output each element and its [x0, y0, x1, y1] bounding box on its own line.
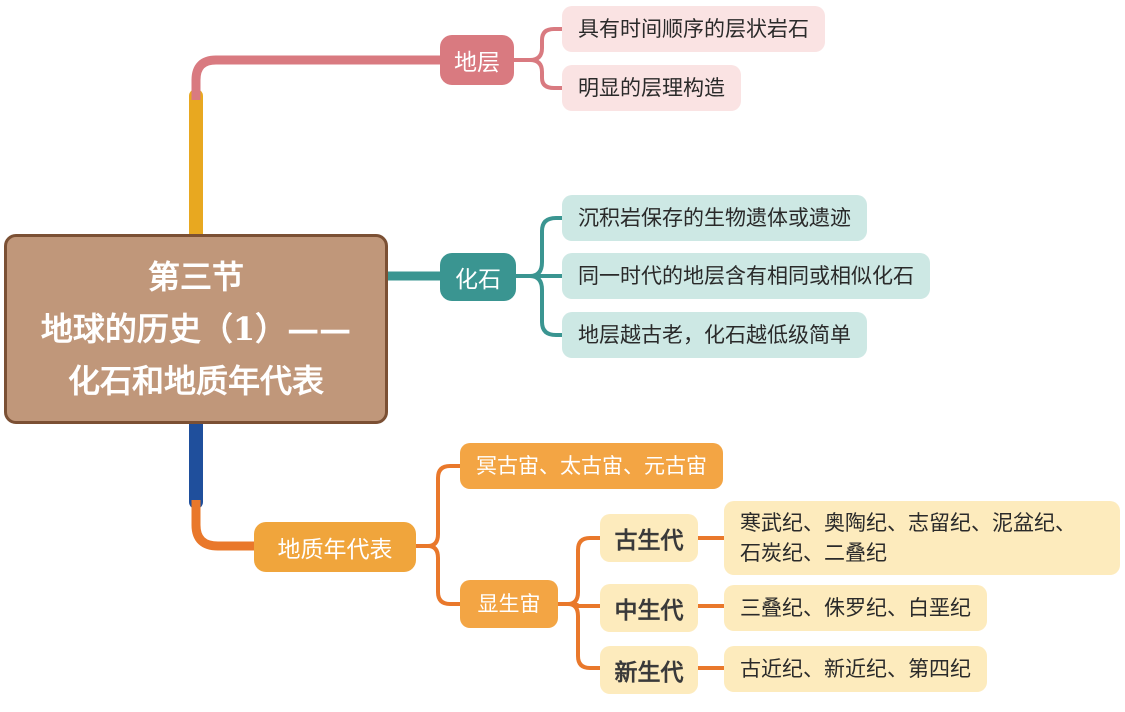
strata-leaf-1: 具有时间顺序的层状岩石 — [562, 6, 825, 52]
fossil-leaf-2: 同一时代的地层含有相同或相似化石 — [562, 253, 930, 299]
periods-paleozoic: 寒武纪、奥陶纪、志留纪、泥盆纪、 石炭纪、二叠纪 — [724, 501, 1120, 575]
periods-paleozoic-line1: 寒武纪、奥陶纪、志留纪、泥盆纪、 — [740, 511, 1076, 535]
branch-strata: 地层 — [440, 35, 514, 85]
connector-to-geologic — [191, 500, 256, 551]
phanerozoic-eon: 显生宙 — [460, 580, 558, 628]
connector-strata-leaves — [512, 27, 566, 90]
precambrian-eons: 冥古宙、太古宙、元古宙 — [460, 443, 723, 489]
root-title-line2: 地球的历史（1）—— — [40, 310, 352, 348]
era-paleozoic: 古生代 — [600, 514, 698, 562]
root-title-line1: 第三节 — [147, 258, 244, 296]
branch-geologic-timescale: 地质年代表 — [254, 522, 416, 572]
connector-to-strata — [191, 55, 442, 100]
connector-eras — [556, 536, 604, 670]
connector-geologic-branches — [416, 464, 464, 606]
connector-era-periods — [696, 536, 726, 670]
strata-leaf-2: 明显的层理构造 — [562, 65, 741, 111]
era-mesozoic: 中生代 — [600, 584, 698, 632]
periods-paleozoic-line2: 石炭纪、二叠纪 — [740, 541, 887, 565]
root-title: 第三节 地球的历史（1）—— 化石和地质年代表 — [4, 234, 388, 424]
periods-cenozoic: 古近纪、新近纪、第四纪 — [724, 646, 987, 692]
era-cenozoic: 新生代 — [600, 646, 698, 694]
periods-mesozoic: 三叠纪、侏罗纪、白垩纪 — [724, 585, 987, 631]
branch-fossil: 化石 — [440, 253, 516, 301]
fossil-leaf-1: 沉积岩保存的生物遗体或遗迹 — [562, 195, 867, 241]
root-title-line3: 化石和地质年代表 — [67, 362, 324, 400]
fossil-leaf-3: 地层越古老，化石越低级简单 — [562, 312, 867, 358]
connector-fossil-leaves — [516, 216, 566, 337]
